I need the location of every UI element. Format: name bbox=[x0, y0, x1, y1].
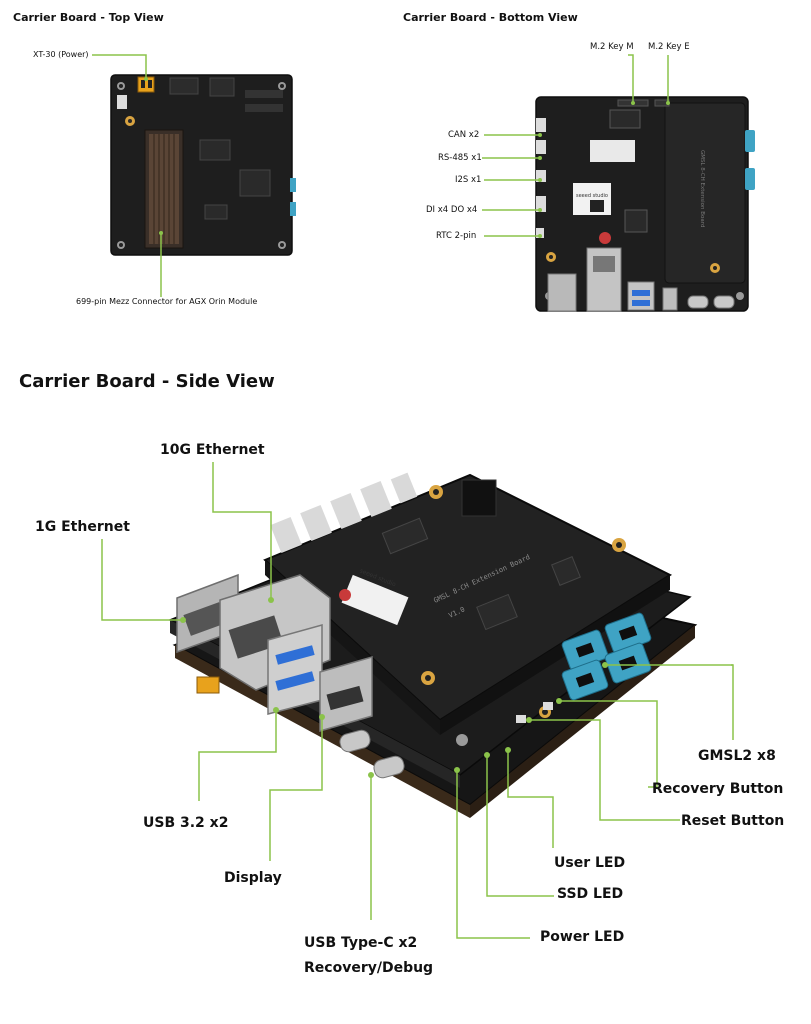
label-rtc: RTC 2-pin bbox=[436, 231, 477, 241]
label-recovery-button: Recovery Button bbox=[652, 781, 784, 797]
side-view-board: seeed studio GMSL 8-CH Extension Board V… bbox=[168, 472, 698, 818]
label-m2-key-m: M.2 Key M bbox=[590, 42, 634, 52]
label-ssd-led: SSD LED bbox=[557, 886, 624, 902]
label-i2s: I2S x1 bbox=[455, 175, 482, 185]
gmsl2-connectors bbox=[561, 612, 652, 701]
label-rs485: RS-485 x1 bbox=[438, 153, 482, 163]
bottom-view-board: seeed studio GMSL 8-CH Extension Board bbox=[535, 96, 755, 312]
leader-lines bbox=[92, 54, 734, 939]
label-di-do: DI x4 DO x4 bbox=[426, 205, 478, 215]
label-can: CAN x2 bbox=[448, 130, 480, 140]
label-usbc-line1: USB Type-C x2 bbox=[304, 935, 418, 951]
leader-dots bbox=[144, 77, 670, 778]
label-usbc-line2: Recovery/Debug bbox=[304, 960, 434, 976]
bottom-gmsl-text: GMSL 8-CH Extension Board bbox=[699, 150, 705, 227]
label-xt30-power: XT-30 (Power) bbox=[33, 50, 89, 59]
bottom-view-title: Carrier Board - Bottom View bbox=[403, 11, 578, 24]
label-reset-button: Reset Button bbox=[681, 813, 785, 829]
label-10g-ethernet: 10G Ethernet bbox=[160, 442, 265, 458]
label-m2-key-e: M.2 Key E bbox=[648, 42, 690, 52]
label-user-led: User LED bbox=[554, 855, 626, 871]
label-usb32: USB 3.2 x2 bbox=[143, 815, 229, 831]
label-mezz-connector: 699-pin Mezz Connector for AGX Orin Modu… bbox=[76, 297, 258, 306]
label-1g-ethernet: 1G Ethernet bbox=[35, 519, 130, 535]
label-display: Display bbox=[224, 870, 282, 886]
top-view-board bbox=[110, 74, 296, 256]
top-view-title: Carrier Board - Top View bbox=[13, 11, 164, 24]
label-power-led: Power LED bbox=[540, 929, 625, 945]
label-gmsl2: GMSL2 x8 bbox=[698, 748, 776, 764]
side-view-title: Carrier Board - Side View bbox=[19, 371, 275, 392]
bottom-seeed-text: seeed studio bbox=[576, 193, 608, 199]
